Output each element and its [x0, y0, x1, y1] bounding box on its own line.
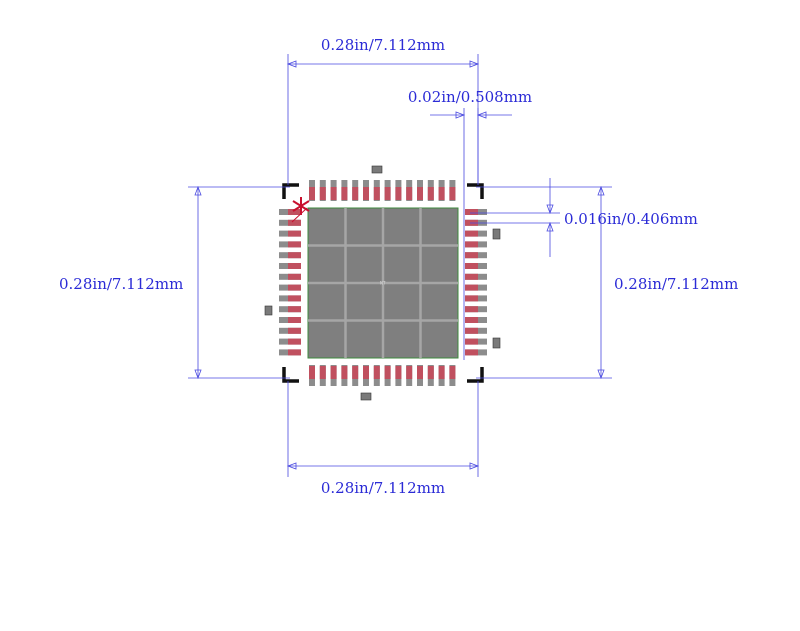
dim-left-height: 0.28in/7.112mm: [59, 275, 183, 293]
pad-right: [465, 252, 487, 259]
pad-top: [363, 180, 369, 201]
pad-bottom: [417, 365, 423, 386]
pad-top: [341, 180, 348, 201]
pad-right: [465, 338, 487, 345]
fiducial-left: [264, 305, 273, 316]
dim-pin-pitch: 0.02in/0.508mm: [408, 88, 532, 106]
pad-top: [352, 180, 359, 201]
pad-right: [465, 230, 487, 237]
pad-right: [465, 306, 487, 313]
pad-top: [417, 180, 423, 201]
pad-bottom: [352, 365, 359, 386]
pad-top: [406, 180, 413, 201]
asterisk-icon: [291, 197, 310, 223]
dim-pad-width: 0.016in/0.406mm: [564, 210, 698, 228]
dim-top-width: 0.28in/7.112mm: [321, 36, 445, 54]
package-outline: [282, 183, 484, 383]
pad-top: [438, 180, 445, 201]
pad-bottom: [309, 365, 315, 386]
pad-right: [465, 317, 487, 323]
pad-bottom: [395, 365, 402, 386]
pad-left: [279, 252, 301, 259]
pad-top: [427, 180, 434, 201]
fiducial-bottom: [360, 392, 372, 401]
pad-left: [279, 230, 301, 237]
pad-right: [465, 349, 487, 356]
pad-top: [330, 180, 337, 201]
dim-right-height: 0.28in/7.112mm: [614, 275, 738, 293]
pad-bottom: [341, 365, 348, 386]
center-label: NT: [380, 281, 386, 286]
pad-left: [279, 263, 301, 269]
pad-right: [465, 327, 487, 334]
pad-right: [465, 263, 487, 269]
pad-right: [465, 209, 487, 215]
pad-right: [465, 295, 487, 302]
pad-right: [465, 241, 487, 248]
pad-bottom: [330, 365, 337, 386]
pad-top: [449, 180, 456, 201]
pad-bottom: [384, 365, 391, 386]
fiducial-marks: [264, 165, 501, 401]
pad-top: [373, 180, 380, 201]
pad-bottom: [373, 365, 380, 386]
pad-top: [309, 180, 315, 201]
pad-bottom: [363, 365, 369, 386]
pad-left: [279, 338, 301, 345]
pad-left: [279, 349, 301, 356]
pad-left: [279, 284, 301, 291]
thermal-pad: NT: [307, 207, 459, 359]
pad-top: [395, 180, 402, 201]
pad-left: [279, 327, 301, 334]
pad-right: [465, 284, 487, 291]
fiducial-top: [371, 165, 383, 174]
pad-top: [384, 180, 391, 201]
pad-left: [279, 209, 301, 215]
pad-bottom: [438, 365, 445, 386]
pad-left: [279, 273, 301, 280]
pad-bottom: [319, 365, 326, 386]
pads-left: [279, 209, 301, 356]
pad-left: [279, 219, 301, 226]
pad-bottom: [427, 365, 434, 386]
pad-left: [279, 306, 301, 313]
pad-left: [279, 295, 301, 302]
dim-bottom-width: 0.28in/7.112mm: [321, 479, 445, 497]
pads-bottom: [309, 365, 456, 386]
pad-left: [279, 241, 301, 248]
dimension-lines: [188, 54, 612, 477]
pad-bottom: [406, 365, 413, 386]
pad-right: [465, 273, 487, 280]
pads-top: [309, 180, 456, 201]
pad-bottom: [449, 365, 456, 386]
fiducial-right-top: [492, 228, 501, 240]
pad-left: [279, 317, 301, 323]
pads-right: [465, 209, 487, 356]
pad-top: [319, 180, 326, 201]
fiducial-right-bottom: [492, 337, 501, 349]
